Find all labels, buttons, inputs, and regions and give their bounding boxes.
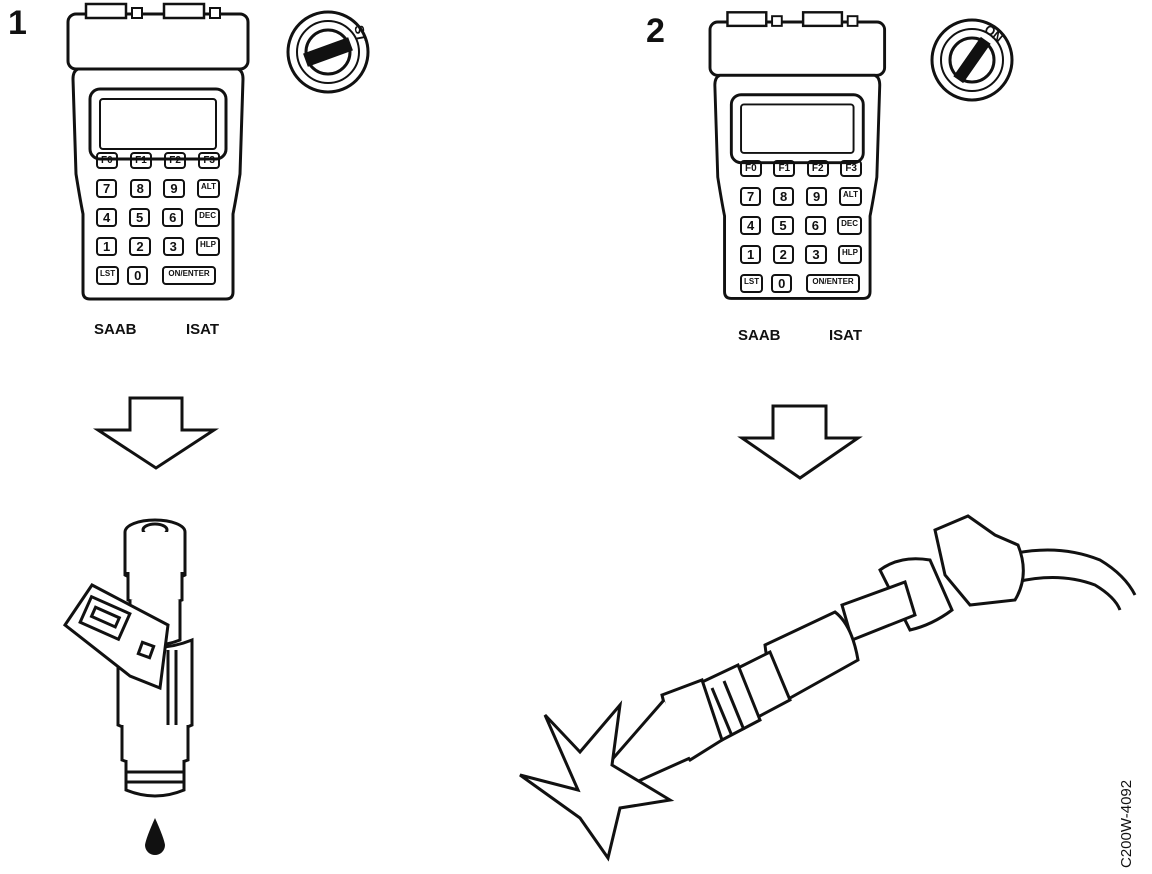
key-2: 2 <box>773 245 794 264</box>
key-0: 0 <box>127 266 148 285</box>
brand-label-1: SAAB <box>94 321 137 338</box>
fuel-injector <box>65 520 192 796</box>
key-1: 1 <box>740 245 761 264</box>
key-3: 3 <box>163 237 184 256</box>
switch-label-st: ST <box>351 24 369 43</box>
key-4: 4 <box>740 216 761 235</box>
key-7: 7 <box>740 187 761 206</box>
key-9: 9 <box>163 179 184 198</box>
key-7: 7 <box>96 179 117 198</box>
key-9: 9 <box>806 187 827 206</box>
model-label-2: ISAT <box>829 327 862 344</box>
key-on-enter: ON/ENTER <box>162 266 215 285</box>
key-f2: F2 <box>807 160 829 177</box>
keypad-1: F0 F1 F2 F3 7 8 9 ALT 4 5 6 DEC 1 2 3 HL… <box>96 152 220 285</box>
keypad-2: F0 F1 F2 F3 7 8 9 ALT 4 5 6 DEC 1 2 3 HL… <box>740 160 862 293</box>
key-f2: F2 <box>164 152 186 169</box>
key-2: 2 <box>129 237 150 256</box>
key-5: 5 <box>772 216 793 235</box>
key-5: 5 <box>129 208 150 227</box>
key-f3: F3 <box>198 152 220 169</box>
key-0: 0 <box>771 274 792 293</box>
fuel-drop <box>145 818 165 855</box>
key-lst: LST <box>740 274 763 293</box>
key-4: 4 <box>96 208 117 227</box>
key-f1: F1 <box>773 160 795 177</box>
spark-plug-assembly <box>587 516 1135 799</box>
ignition-switch-st <box>288 12 368 92</box>
arrow-down-1 <box>98 398 214 468</box>
figure-reference: C200W-4092 <box>1118 780 1135 868</box>
key-dec: DEC <box>195 208 220 227</box>
key-8: 8 <box>773 187 794 206</box>
key-f1: F1 <box>130 152 152 169</box>
key-hlp: HLP <box>838 245 862 264</box>
arrow-down-2 <box>742 406 858 478</box>
key-f0: F0 <box>740 160 762 177</box>
key-lst: LST <box>96 266 119 285</box>
key-dec: DEC <box>837 216 862 235</box>
key-6: 6 <box>162 208 183 227</box>
key-on-enter: ON/ENTER <box>806 274 859 293</box>
key-alt: ALT <box>839 187 862 206</box>
key-3: 3 <box>805 245 826 264</box>
brand-label-2: SAAB <box>738 327 781 344</box>
key-8: 8 <box>130 179 151 198</box>
model-label-1: ISAT <box>186 321 219 338</box>
key-alt: ALT <box>197 179 220 198</box>
key-1: 1 <box>96 237 117 256</box>
key-hlp: HLP <box>196 237 220 256</box>
key-f0: F0 <box>96 152 118 169</box>
key-f3: F3 <box>840 160 862 177</box>
key-6: 6 <box>805 216 826 235</box>
